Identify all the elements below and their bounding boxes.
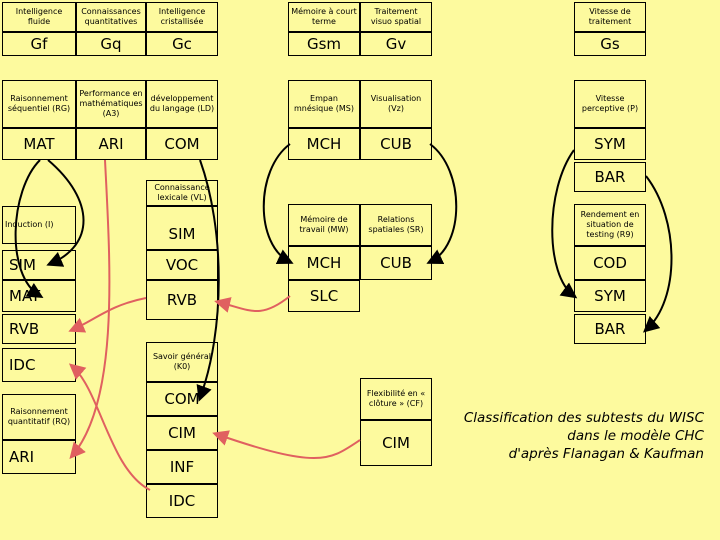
subtest-rvb-left: RVB	[2, 314, 76, 344]
sr-label: Relations spatiales (SR)	[368, 215, 424, 234]
arrow-cub-to-cub	[426, 143, 458, 264]
arrow-ari-to-ari	[69, 159, 111, 460]
gf-name: Intelligence fluide	[15, 7, 63, 26]
gq-name-box: Connaissances quantitatives	[76, 2, 146, 32]
subtest-voc: VOC	[146, 250, 218, 280]
rg-label: Raisonnement séquentiel (RG)	[7, 94, 71, 113]
arrow-mch-to-mch	[262, 143, 294, 264]
ld-label: développement du langage (LD)	[149, 94, 215, 113]
gv-name-box: Traitement visuo spatial	[360, 2, 432, 32]
gf-code: Gf	[2, 32, 76, 56]
gv-code: Gv	[360, 32, 432, 56]
ms-box: Empan mnésique (MS)	[288, 80, 360, 128]
subtest-ari: ARI	[76, 128, 146, 160]
subtest-idc-left: IDC	[2, 348, 76, 382]
diagram-caption: Classification des subtests du WISC dans…	[444, 409, 704, 463]
arrow-slc-to-rvb	[214, 295, 291, 313]
induction-box: Induction (I)	[2, 206, 76, 244]
arrow-sym-to-sym	[551, 149, 578, 299]
gv-name: Traitement visuo spatial	[370, 7, 422, 26]
subtest-inf: INF	[146, 450, 218, 484]
induction-label: Induction (I)	[5, 220, 54, 229]
subtest-sym: SYM	[574, 128, 646, 160]
subtest-sim-mid: SIM	[146, 206, 218, 250]
subtest-idc-mid: IDC	[146, 484, 218, 518]
gsm-name-box: Mémoire à court terme	[288, 2, 360, 32]
subtest-cub: CUB	[360, 128, 432, 160]
gc-code: Gc	[146, 32, 218, 56]
ms-label: Empan mnésique (MS)	[293, 94, 354, 113]
arrow-bar-to-bar	[643, 175, 673, 333]
caption-line-3: d'après Flanagan & Kaufman	[508, 446, 704, 462]
a3-label: Performance en mathématiques (A3)	[79, 89, 143, 118]
subtest-bar-1: BAR	[574, 162, 646, 192]
gc-name: Intelligence cristallisée	[158, 7, 206, 26]
k0-box: Savoir général (K0)	[146, 342, 218, 382]
vl-box: Connaissance lexicale (VL)	[146, 180, 218, 206]
arrow-cim-to-cim	[212, 430, 361, 459]
r9-label: Rendement en situation de testing (R9)	[580, 210, 640, 239]
gsm-name: Mémoire à court terme	[291, 7, 357, 26]
vz-label: Visualisation (Vz)	[370, 94, 422, 113]
subtest-cim-mid: CIM	[146, 416, 218, 450]
vl-label: Connaissance lexicale (VL)	[154, 183, 210, 202]
caption-line-1: Classification des subtests du WISC	[463, 410, 704, 426]
a3-box: Performance en mathématiques (A3)	[76, 80, 146, 128]
subtest-mch-2: MCH	[288, 246, 360, 280]
subtest-com: COM	[146, 128, 218, 160]
arrow-com-to-com	[196, 159, 220, 402]
arrow-idc-to-idc	[68, 363, 151, 491]
sr-box: Relations spatiales (SR)	[360, 204, 432, 246]
arrow-rvb-to-rvb	[68, 297, 147, 333]
vz-box: Visualisation (Vz)	[360, 80, 432, 128]
mw-label: Mémoire de travail (MW)	[299, 215, 349, 234]
p-box: Vitesse perceptive (P)	[574, 80, 646, 128]
cf-box: Flexibilité en « clôture » (CF)	[360, 378, 432, 420]
subtest-sim-left: SIM	[2, 250, 76, 280]
subtest-mat: MAT	[2, 128, 76, 160]
subtest-slc: SLC	[288, 280, 360, 312]
cf-label: Flexibilité en « clôture » (CF)	[366, 389, 426, 408]
subtest-rvb-mid: RVB	[146, 280, 218, 320]
p-label: Vitesse perceptive (P)	[581, 94, 639, 113]
gc-name-box: Intelligence cristallisée	[146, 2, 218, 32]
subtest-com-2: COM	[146, 382, 218, 416]
arrow-mat-to-sim	[46, 159, 85, 267]
subtest-bar-2: BAR	[574, 314, 646, 344]
gs-name-box: Vitesse de traitement	[574, 2, 646, 32]
rq-label: Raisonnement quantitatif (RQ)	[7, 407, 71, 426]
subtest-sym-2: SYM	[574, 280, 646, 312]
subtest-cod: COD	[574, 246, 646, 280]
k0-label: Savoir général (K0)	[152, 352, 212, 371]
subtest-ari-left: ARI	[2, 440, 76, 474]
rg-box: Raisonnement séquentiel (RG)	[2, 80, 76, 128]
gsm-code: Gsm	[288, 32, 360, 56]
caption-line-2: dans le modèle CHC	[567, 428, 704, 444]
arrow-mat-to-mat	[14, 159, 44, 299]
subtest-cim-right: CIM	[360, 420, 432, 466]
rq-box: Raisonnement quantitatif (RQ)	[2, 394, 76, 440]
subtest-mch: MCH	[288, 128, 360, 160]
gq-name: Connaissances quantitatives	[81, 7, 141, 26]
gf-name-box: Intelligence fluide	[2, 2, 76, 32]
gs-name: Vitesse de traitement	[588, 7, 632, 26]
mw-box: Mémoire de travail (MW)	[288, 204, 360, 246]
gs-code: Gs	[574, 32, 646, 56]
gq-code: Gq	[76, 32, 146, 56]
ld-box: développement du langage (LD)	[146, 80, 218, 128]
r9-box: Rendement en situation de testing (R9)	[574, 204, 646, 246]
